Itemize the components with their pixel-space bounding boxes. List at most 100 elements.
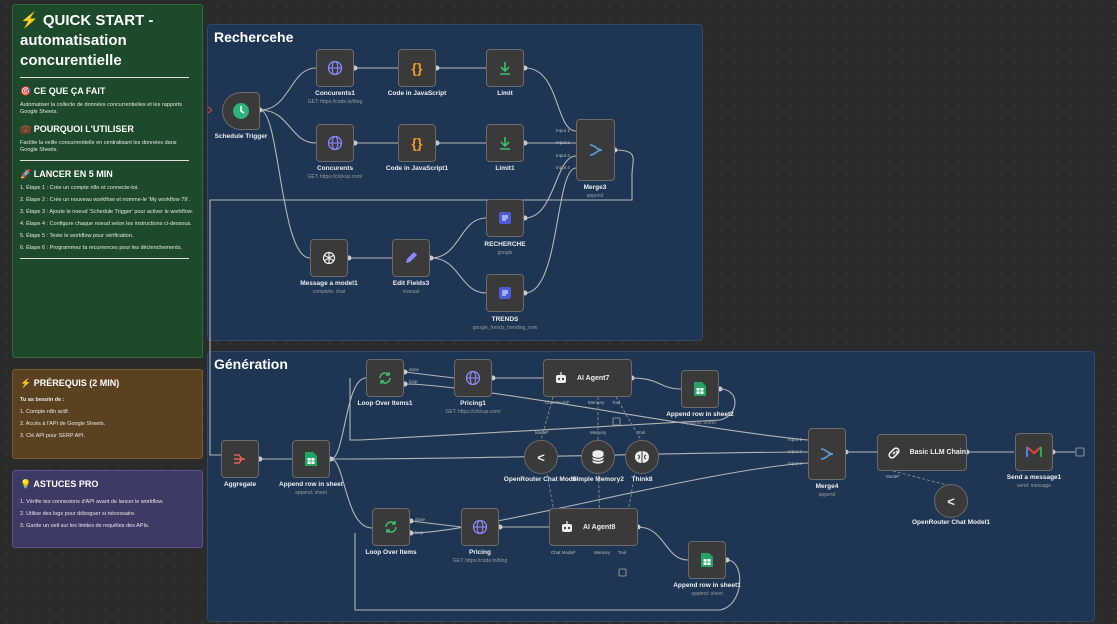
serpapi-icon	[496, 284, 514, 302]
step-text: 5. Étape 5 : Teste le workflow pour véri…	[20, 233, 134, 239]
serpapi-icon	[496, 209, 514, 227]
node-subtitle: GET: https://clickup.com/	[307, 174, 363, 180]
node-append-row-sheet1[interactable]	[688, 541, 726, 579]
port-label: Input 1	[556, 128, 570, 133]
quickstart-title: ⚡ QUICK START - automatisation concurent…	[20, 12, 154, 69]
port-label: Tool	[637, 430, 646, 435]
port-label: Model*	[535, 430, 550, 435]
node-subtitle: google_trends_trending_now	[472, 325, 538, 331]
aggregate-icon	[231, 450, 249, 468]
globe-icon	[326, 134, 344, 152]
node-subtitle: GET: https://code.lo/blog	[452, 558, 508, 564]
openrouter-icon: <	[947, 493, 955, 509]
braces-icon: {}	[411, 60, 423, 76]
port-label: Input 2	[556, 140, 570, 145]
node-label: Message a model1	[300, 280, 358, 287]
node-subtitle: append: sheet	[684, 420, 716, 426]
node-label: TRENDS	[491, 316, 519, 323]
node-basic-llm-chain[interactable]: Basic LLM Chain	[877, 434, 967, 471]
node-label: Code in JavaScript	[387, 90, 447, 97]
node-schedule-trigger[interactable]	[222, 92, 260, 130]
tip-item: 2. Utilise des logs pour déboguer si néc…	[20, 511, 136, 517]
node-subtitle: append	[818, 492, 836, 498]
why-heading: 💼 POURQUOI L'UTILISER	[20, 124, 134, 134]
globe-icon	[464, 369, 482, 387]
node-label: Simple Memory2	[572, 476, 624, 483]
node-subtitle: GET: https://code.lo/blog	[307, 99, 363, 105]
port-label: Memory	[588, 400, 605, 405]
loop-icon	[376, 369, 394, 387]
node-limit[interactable]	[486, 49, 524, 87]
node-loop-over-items[interactable]	[372, 508, 410, 546]
node-label: Merge3	[583, 184, 607, 191]
group-title: Rechercehe	[214, 29, 294, 45]
node-label: Code in JavaScript1	[385, 165, 449, 172]
loop-icon	[382, 518, 400, 536]
node-openrouter-chat-model[interactable]: <	[524, 440, 558, 474]
node-label: Limit	[497, 90, 513, 97]
node-merge3[interactable]	[576, 119, 615, 181]
node-code-javascript1[interactable]: {}	[398, 124, 436, 162]
node-label: Concurents1	[315, 90, 355, 97]
what-text: Automatiser la collecte de données concu…	[20, 102, 183, 115]
node-concurents1[interactable]	[316, 49, 354, 87]
port-label: Input 1	[788, 437, 802, 442]
node-label: Aggregate	[223, 481, 257, 488]
node-append-row-sheet2[interactable]	[681, 370, 719, 408]
node-edit-fields[interactable]	[392, 239, 430, 277]
port-label: loop	[409, 379, 418, 384]
tip-item: 3. Garde un oeil sur les limites de requ…	[20, 523, 150, 529]
step-text: 3. Étape 3 : Ajoute le noeud 'Schedule T…	[20, 209, 194, 215]
port-label: Model*	[886, 474, 901, 479]
node-simple-memory2[interactable]	[581, 440, 615, 474]
node-pricing[interactable]	[461, 508, 499, 546]
node-trends[interactable]	[486, 274, 524, 312]
node-aggregate[interactable]	[221, 440, 259, 478]
node-subtitle: append	[586, 193, 604, 199]
sheets-icon	[691, 380, 709, 398]
prereq-intro: Tu as besoin de :	[20, 397, 65, 403]
port-label: Chat Model*	[551, 550, 576, 555]
node-pricing1[interactable]	[454, 359, 492, 397]
node-recherche[interactable]	[486, 199, 524, 237]
node-message-model[interactable]	[310, 239, 348, 277]
port-label: Memory	[594, 550, 611, 555]
node-label: Limit1	[495, 165, 515, 172]
sticky-quickstart[interactable]: ⚡ QUICK START - automatisation concurent…	[12, 4, 203, 358]
node-limit1[interactable]	[486, 124, 524, 162]
node-label: Loop Over Items	[365, 549, 417, 556]
group-research[interactable]: Rechercehe	[207, 24, 703, 341]
port-label: done	[415, 517, 426, 522]
robot-icon	[552, 369, 570, 387]
port-label: Input 3	[788, 461, 802, 466]
node-append-row-sheet[interactable]	[292, 440, 330, 478]
node-ai-agent7[interactable]: AI Agent7	[543, 359, 632, 397]
openrouter-icon: <	[537, 449, 545, 465]
node-openrouter-chat-model1[interactable]: <	[934, 484, 968, 518]
node-code-javascript[interactable]: {}	[398, 49, 436, 87]
sticky-prerequisites[interactable]: ⚡ PRÉREQUIS (2 MIN) Tu as besoin de : 1.…	[12, 369, 203, 459]
node-loop-over-items1[interactable]	[366, 359, 404, 397]
braces-icon: {}	[411, 135, 423, 151]
brain-icon	[633, 448, 651, 466]
sticky-tips[interactable]: 💡 ASTUCES PRO 1. Vérifie tes connexions …	[12, 470, 203, 548]
node-subtitle: GET: https://clickup.com/	[445, 409, 501, 415]
node-label: Append row in sheet1	[673, 582, 741, 589]
node-ai-agent8[interactable]: AI Agent8	[549, 508, 638, 546]
node-think8[interactable]	[625, 440, 659, 474]
tip-item: 1. Vérifie tes connexions d'API avant de…	[20, 499, 164, 505]
tips-title: 💡 ASTUCES PRO	[20, 479, 99, 489]
node-label: Append row in sheet2	[666, 411, 734, 418]
divider	[20, 258, 189, 259]
port-label: Memory	[590, 430, 607, 435]
node-merge4[interactable]	[808, 428, 846, 480]
node-label: Edit Fields3	[392, 280, 430, 287]
node-concurents[interactable]	[316, 124, 354, 162]
node-send-message[interactable]	[1015, 433, 1053, 471]
prereq-item: 1. Compte n8n actif.	[20, 409, 70, 415]
openai-icon	[320, 249, 338, 267]
node-label: RECHERCHE	[484, 241, 526, 248]
step-text: 4. Étape 4 : Configure chaque noeud selo…	[20, 221, 192, 227]
port-label: Input 3	[556, 153, 570, 158]
node-label: OpenRouter Chat Model	[503, 476, 579, 483]
